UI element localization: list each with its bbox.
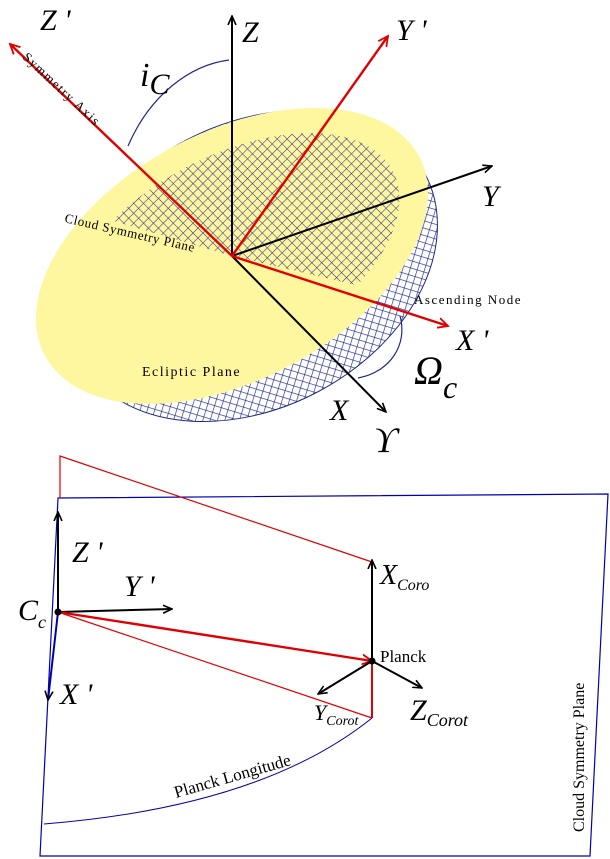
planck-longitude-label: Planck Longitude	[172, 750, 293, 801]
z-corot-label: ZCorot	[410, 694, 469, 730]
ascending-node-label: Ascending Node	[414, 292, 522, 307]
inclination-arc	[127, 59, 230, 147]
x-axis	[231, 255, 386, 412]
projection-lower-line	[57, 611, 373, 719]
vernal-equinox-symbol: ϒ	[374, 420, 400, 460]
symmetry-axis-label: Symmetry Axis	[20, 49, 104, 129]
z-corot-axis	[371, 660, 422, 688]
y-prime-label-bottom: Y '	[124, 570, 155, 603]
z-prime-axis	[10, 44, 233, 257]
y-prime-axis	[231, 36, 388, 257]
node-longitude-sub: c	[443, 369, 457, 405]
inclination-main: i	[140, 57, 149, 94]
planck-dot	[368, 657, 376, 665]
node-longitude-label: Ωc	[414, 348, 457, 405]
projection-frame	[59, 455, 373, 563]
planck-longitude-arc	[43, 717, 373, 825]
x-label: X	[329, 394, 350, 427]
x-coro-sub: Coro	[397, 577, 429, 594]
x-prime-axis	[231, 254, 448, 326]
y-axis	[231, 166, 492, 257]
inclination-sub: C	[149, 68, 170, 101]
cloud-symmetry-plane-side-label: Cloud Symmetry Plane	[571, 683, 588, 832]
z-prime-label: Z '	[40, 4, 71, 37]
y-prime-axis-bottom	[57, 609, 172, 612]
y-corot-main: Y	[314, 700, 329, 725]
y-corot-axis	[318, 660, 373, 694]
top-diagram: Z Z ' Y ' Y X ' X iC Ωc ϒ Symmetry Axis …	[0, 4, 522, 460]
x-prime-axis-bottom	[48, 611, 59, 700]
origin-sub: c	[38, 612, 46, 632]
inclination-label: iC	[140, 57, 170, 101]
y-label: Y	[482, 180, 502, 213]
node-longitude-arc	[357, 315, 403, 379]
x-prime-label: X '	[455, 324, 489, 357]
x-prime-label-bottom: X '	[59, 678, 93, 711]
z-corot-sub: Corot	[427, 710, 469, 730]
z-label: Z	[242, 16, 259, 49]
ecliptic-plane-label: Ecliptic Plane	[142, 365, 241, 380]
bottom-diagram: Z ' Y ' X ' Cc XCoro Planck YCorot ZCoro…	[18, 455, 609, 857]
y-prime-label: Y '	[396, 14, 427, 47]
origin-main: C	[18, 594, 39, 627]
origin-label: Cc	[18, 594, 46, 632]
cloud-symmetry-plane-frame	[39, 493, 609, 857]
planck-position-vector	[57, 610, 372, 661]
node-longitude-main: Ω	[414, 348, 443, 393]
x-coro-main: X	[379, 560, 398, 591]
z-corot-main: Z	[410, 694, 427, 727]
z-prime-label-bottom: Z '	[72, 536, 103, 569]
y-corot-label: YCorot	[314, 700, 360, 729]
planck-label: Planck	[380, 647, 427, 666]
y-corot-sub: Corot	[326, 714, 359, 729]
x-coro-label: XCoro	[379, 560, 429, 594]
origin-dot	[54, 608, 62, 616]
